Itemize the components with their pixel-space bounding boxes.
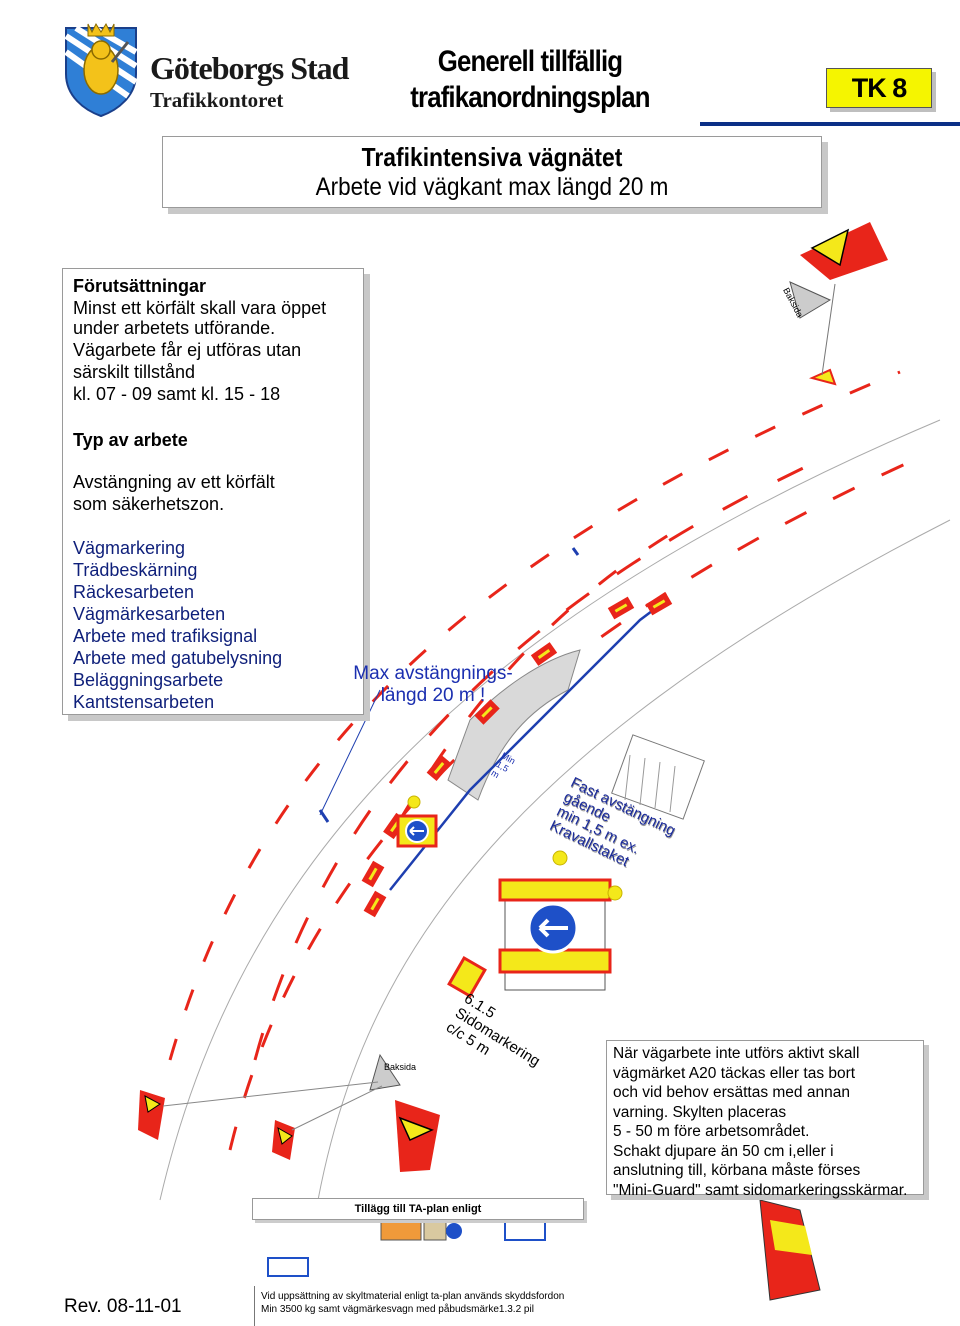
- note-line: varning. Skylten placeras: [613, 1103, 787, 1121]
- lane-marking-work: [398, 526, 681, 821]
- roadwork-sign-icon-lower: [138, 1053, 440, 1172]
- side-marking-board: [447, 955, 487, 999]
- crowd-fence-icon: [611, 734, 705, 820]
- note-line: anslutning till, körbana måste förses: [613, 1162, 861, 1179]
- info-box: Förutsättningar Minst ett körfält skall …: [62, 268, 364, 715]
- lane-marking-inner: [253, 458, 821, 1061]
- city-crest-icon: [64, 22, 138, 118]
- plan-title: Generell tillfällig trafikanordningsplan: [401, 44, 659, 116]
- guard-vehicle-icon: [759, 1199, 821, 1301]
- org-name: Göteborgs Stad: [150, 50, 349, 86]
- work-item: Räckesarbeten: [73, 582, 195, 602]
- worktype-line: som säkerhetszon.: [73, 494, 225, 514]
- barrier-group: [361, 592, 673, 918]
- addition-label: Tillägg till TA-plan enligt: [252, 1198, 584, 1220]
- subtitle-line2: Arbete vid vägkant max längd 20 m: [315, 173, 669, 201]
- max-length-line2: längd 20 m !: [380, 685, 486, 706]
- road-edge-median: [317, 519, 951, 1201]
- max-length-leader: [319, 689, 381, 816]
- revision-label: Rev. 08-11-01: [64, 1296, 182, 1317]
- plan-title-line2: trafikanordningsplan: [410, 81, 650, 114]
- road-edge-left: [159, 419, 941, 1201]
- prereq-line: under arbetets utförande.: [73, 318, 276, 338]
- work-item: Kantstensarbeten: [73, 692, 215, 712]
- work-area: [447, 649, 581, 801]
- header-rule: [700, 122, 960, 126]
- prereq-heading: Förutsättningar: [73, 276, 206, 296]
- footnote: Vid uppsättning av skyltmaterial enligt …: [254, 1286, 584, 1326]
- note-line: vägmärket A20 täckas eller tas bort: [613, 1064, 856, 1082]
- note-line: När vägarbete inte utförs aktivt skall: [613, 1045, 860, 1062]
- plan-title-line1: Generell tillfällig: [437, 45, 623, 78]
- worktype-line: Avstängning av ett körfält: [73, 472, 275, 492]
- lane-marking-outer: [168, 370, 901, 1061]
- max-length-label: Max avstängnings- längd 20 m !: [348, 663, 518, 707]
- note-line: och vid behov ersättas med annan: [613, 1084, 850, 1101]
- max-length-line1: Max avstängnings-: [353, 663, 513, 684]
- work-item: Beläggningsarbete: [73, 670, 224, 690]
- work-item: Vägmarkering: [73, 538, 186, 558]
- note-box: När vägarbete inte utförs aktivt skall v…: [606, 1040, 924, 1199]
- work-item: Trädbeskärning: [73, 560, 198, 580]
- backside-label-bottom: Baksida: [384, 1062, 417, 1072]
- footnote-line1: Vid uppsättning av skyltmaterial enligt …: [261, 1291, 565, 1302]
- work-item: Arbete med trafiksignal: [73, 626, 258, 646]
- prereq-line: Minst ett körfält skall vara öppet: [73, 298, 327, 318]
- prereq-line: kl. 07 - 09 samt kl. 15 - 18: [73, 384, 281, 404]
- worktype-heading: Typ av arbete: [73, 430, 188, 450]
- work-item: Arbete med gatubelysning: [73, 648, 283, 668]
- prereq-line: Vägarbete får ej utföras utan: [73, 340, 302, 360]
- subtitle-box: Trafikintensiva vägnätet Arbete vid vägk…: [162, 136, 822, 208]
- large-barrier-top: [498, 878, 612, 902]
- note-line: 5 - 50 m före arbetsområdet.: [613, 1123, 810, 1140]
- warning-light-icon: [407, 795, 623, 901]
- roadwork-sign-icon: [789, 222, 888, 386]
- footnote-line2: Min 3500 kg samt vägmärkesvagn med påbud…: [261, 1304, 534, 1315]
- legend-icons: [267, 1221, 546, 1277]
- subtitle-line1: Trafikintensiva vägnätet: [361, 142, 623, 172]
- department-name: Trafikkontoret: [150, 88, 284, 112]
- lane-marking-middle: [228, 453, 926, 1151]
- plan-code-badge: TK 8: [826, 68, 932, 108]
- note-line: Schakt djupare än 50 cm i,eller i: [613, 1142, 834, 1160]
- work-item: Vägmärkesarbeten: [73, 604, 226, 624]
- note-line: "Mini-Guard" samt sidomarkeringsskärmar.: [613, 1181, 908, 1199]
- prereq-line: särskilt tillstånd: [73, 362, 196, 382]
